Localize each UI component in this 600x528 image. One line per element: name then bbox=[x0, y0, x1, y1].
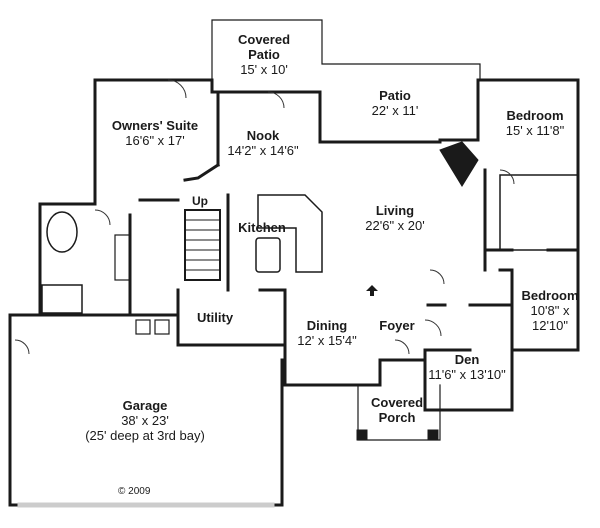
foyer-wall bbox=[283, 298, 427, 412]
room-covered-patio: Covered Patio 15' x 10' bbox=[238, 32, 290, 77]
porch-column-right bbox=[427, 429, 439, 441]
room-bedroom-right: Bedroom 10'8" x 12'10" bbox=[521, 288, 578, 333]
room-dimensions: 38' x 23' (25' deep at 3rd bay) bbox=[85, 413, 205, 443]
covered-patio-outline bbox=[211, 19, 481, 93]
vanity bbox=[114, 234, 131, 281]
room-living: Living 22'6" x 20' bbox=[365, 203, 424, 233]
room-utility: Utility bbox=[197, 310, 233, 325]
room-bedroom-top: Bedroom 15' x 11'8" bbox=[506, 108, 565, 138]
dryer bbox=[154, 319, 170, 335]
room-kitchen: Kitchen bbox=[238, 220, 286, 235]
tub bbox=[46, 211, 78, 253]
room-name: Kitchen bbox=[238, 220, 286, 235]
room-dimensions: 10'8" x 12'10" bbox=[530, 303, 570, 333]
suite-angle-wall bbox=[183, 162, 221, 182]
room-patio: Patio 22' x 11' bbox=[372, 88, 419, 118]
covered-porch bbox=[357, 384, 441, 441]
room-name: Foyer bbox=[379, 318, 415, 333]
room-dimensions: 12' x 15'4" bbox=[297, 333, 357, 348]
room-dimensions: 22' x 11' bbox=[371, 103, 419, 118]
room-dining: Dining 12' x 15'4" bbox=[297, 318, 356, 348]
room-name: Den bbox=[454, 352, 480, 367]
room-dimensions: 22'6" x 20' bbox=[365, 218, 425, 233]
fireplace bbox=[439, 141, 479, 187]
stair-treads bbox=[184, 219, 221, 271]
stair-up-label: Up bbox=[192, 194, 208, 208]
copyright: © 2009 bbox=[118, 486, 151, 497]
room-dimensions: 11'6" x 13'10" bbox=[428, 367, 506, 382]
room-name: Patio bbox=[379, 88, 411, 103]
patio-wall bbox=[318, 78, 580, 170]
room-name: Bedroom bbox=[506, 108, 564, 123]
kitchen-island bbox=[255, 237, 281, 273]
room-dimensions: 16'6" x 17' bbox=[125, 133, 185, 148]
shower bbox=[41, 284, 83, 314]
room-name: Nook bbox=[246, 128, 280, 143]
door-swings bbox=[14, 79, 515, 355]
room-dimensions: 15' x 10' bbox=[240, 62, 288, 77]
owners-suite-wall bbox=[93, 78, 322, 206]
porch-column-left bbox=[356, 429, 368, 441]
room-nook: Nook 14'2" x 14'6" bbox=[227, 128, 298, 158]
room-dimensions: 14'2" x 14'6" bbox=[227, 143, 299, 158]
room-den: Den 11'6" x 13'10" bbox=[428, 352, 506, 382]
room-name: Owners' Suite bbox=[111, 118, 199, 133]
room-foyer: Foyer bbox=[379, 318, 414, 333]
room-name: Living bbox=[375, 203, 415, 218]
washer bbox=[135, 319, 151, 335]
master-bath-wall bbox=[38, 202, 132, 317]
bedroom-top-wall bbox=[546, 166, 580, 252]
walls bbox=[8, 19, 580, 508]
stair bbox=[184, 209, 221, 281]
room-dimensions: 15' x 11'8" bbox=[505, 123, 565, 138]
room-name: Covered Patio bbox=[237, 32, 291, 62]
room-name: Covered Porch bbox=[370, 395, 424, 425]
bath-room bbox=[499, 174, 579, 251]
room-name: Dining bbox=[306, 318, 348, 333]
garage-wall bbox=[8, 313, 284, 507]
room-name: Utility bbox=[196, 310, 234, 325]
room-covered-porch: Covered Porch bbox=[371, 395, 423, 425]
room-name: Garage bbox=[122, 398, 168, 413]
kitchen-counter bbox=[257, 194, 323, 273]
room-name: Bedroom bbox=[521, 288, 579, 303]
room-owners-suite: Owners' Suite 16'6" x 17' bbox=[112, 118, 198, 148]
entry-arrow-icon bbox=[366, 285, 378, 296]
room-garage: Garage 38' x 23' (25' deep at 3rd bay) bbox=[85, 398, 205, 443]
